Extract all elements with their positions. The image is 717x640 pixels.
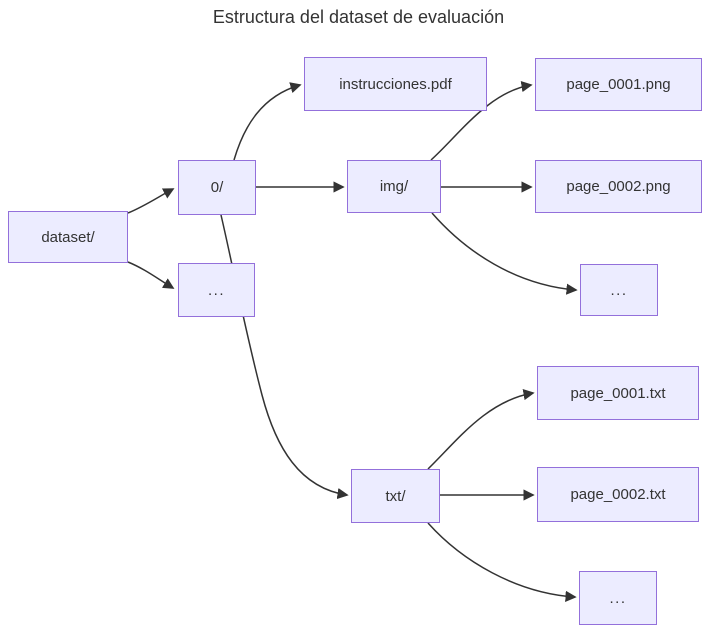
edge-img-to-page0001png xyxy=(430,80,533,161)
edge-0-to-txt xyxy=(220,214,349,500)
node-page-0002-png: page_0002.png xyxy=(535,160,702,213)
node-ellipsis-2: ... xyxy=(580,264,658,316)
edge-txt-to-ellipsis3 xyxy=(427,522,577,602)
node-img: img/ xyxy=(347,160,441,213)
edge-img-to-ellipsis2 xyxy=(431,212,578,295)
edge-dataset-to-0 xyxy=(127,188,175,214)
edge-dataset-to-ellipsis1 xyxy=(127,261,175,289)
edge-0-to-instrucciones xyxy=(233,82,302,161)
node-page-0002-txt: page_0002.txt xyxy=(537,467,699,522)
node-page-0001-txt: page_0001.txt xyxy=(537,366,699,420)
node-txt: txt/ xyxy=(351,469,440,523)
diagram-title: Estructura del dataset de evaluación xyxy=(212,7,505,27)
node-page-0001-png: page_0001.png xyxy=(535,58,702,111)
edge-txt-to-page0001txt xyxy=(427,389,535,470)
node-instrucciones-pdf: instrucciones.pdf xyxy=(304,57,487,111)
node-dataset: dataset/ xyxy=(8,211,128,263)
node-0: 0/ xyxy=(178,160,256,215)
node-ellipsis-1: ... xyxy=(178,263,255,317)
node-ellipsis-3: ... xyxy=(579,571,657,625)
